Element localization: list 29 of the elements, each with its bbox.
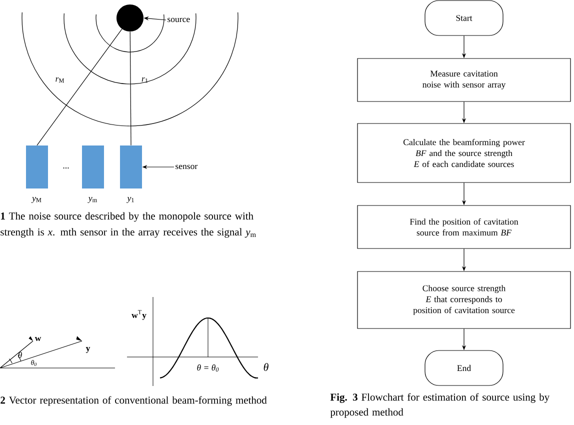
sensor-block — [26, 146, 48, 188]
axis-label: θ — [264, 363, 268, 371]
figure-caption: 1 The noise source described by the monopole source with strength is x. mth sensor in the array receives the signal y$_{m}$ — [0, 212, 256, 238]
distance-label: r$_{1}$ — [142, 77, 148, 83]
vector-label: w — [34, 336, 42, 342]
sensor-block — [82, 146, 104, 188]
sensor-line — [36, 28, 122, 146]
process-box: Measure cavitation noise with sensor array — [357, 58, 571, 102]
process-box: Calculate the beamforming power BF and the source strength E of each candidate sources — [357, 123, 571, 183]
sensor-caption: y$_{m}$ — [88, 197, 97, 203]
axis-label: θ = θ$_{0}$ — [197, 364, 219, 372]
ellipsis: ... — [63, 168, 69, 169]
source-circle — [116, 4, 144, 32]
sensor-caption: y$_{1}$ — [126, 197, 134, 203]
process-box: Choose source strength E that corresponds to position of cavitation source — [357, 271, 571, 329]
figure-caption: 2 Vector representation of conventional beam-forming method — [0, 396, 267, 406]
terminal-box: Start — [424, 0, 504, 36]
sensor-block — [120, 146, 142, 188]
axis-label: w$^{T}$y — [132, 310, 146, 320]
angle-label: θ — [18, 352, 22, 358]
process-box: Find the position of cavitation source from maximum BF — [357, 205, 571, 249]
sensor-label: sensor — [176, 164, 198, 170]
figure-caption: Fig. 3 Flowchart for estimation of source using by proposed method — [330, 393, 550, 418]
sensor-caption: y$_{M}$ — [31, 197, 42, 203]
vector-label: y — [86, 347, 90, 353]
distance-label: r$_{M}$ — [56, 77, 64, 83]
terminal-box: End — [424, 350, 504, 386]
source-label: source — [168, 18, 190, 22]
sensor-line — [130, 31, 132, 146]
